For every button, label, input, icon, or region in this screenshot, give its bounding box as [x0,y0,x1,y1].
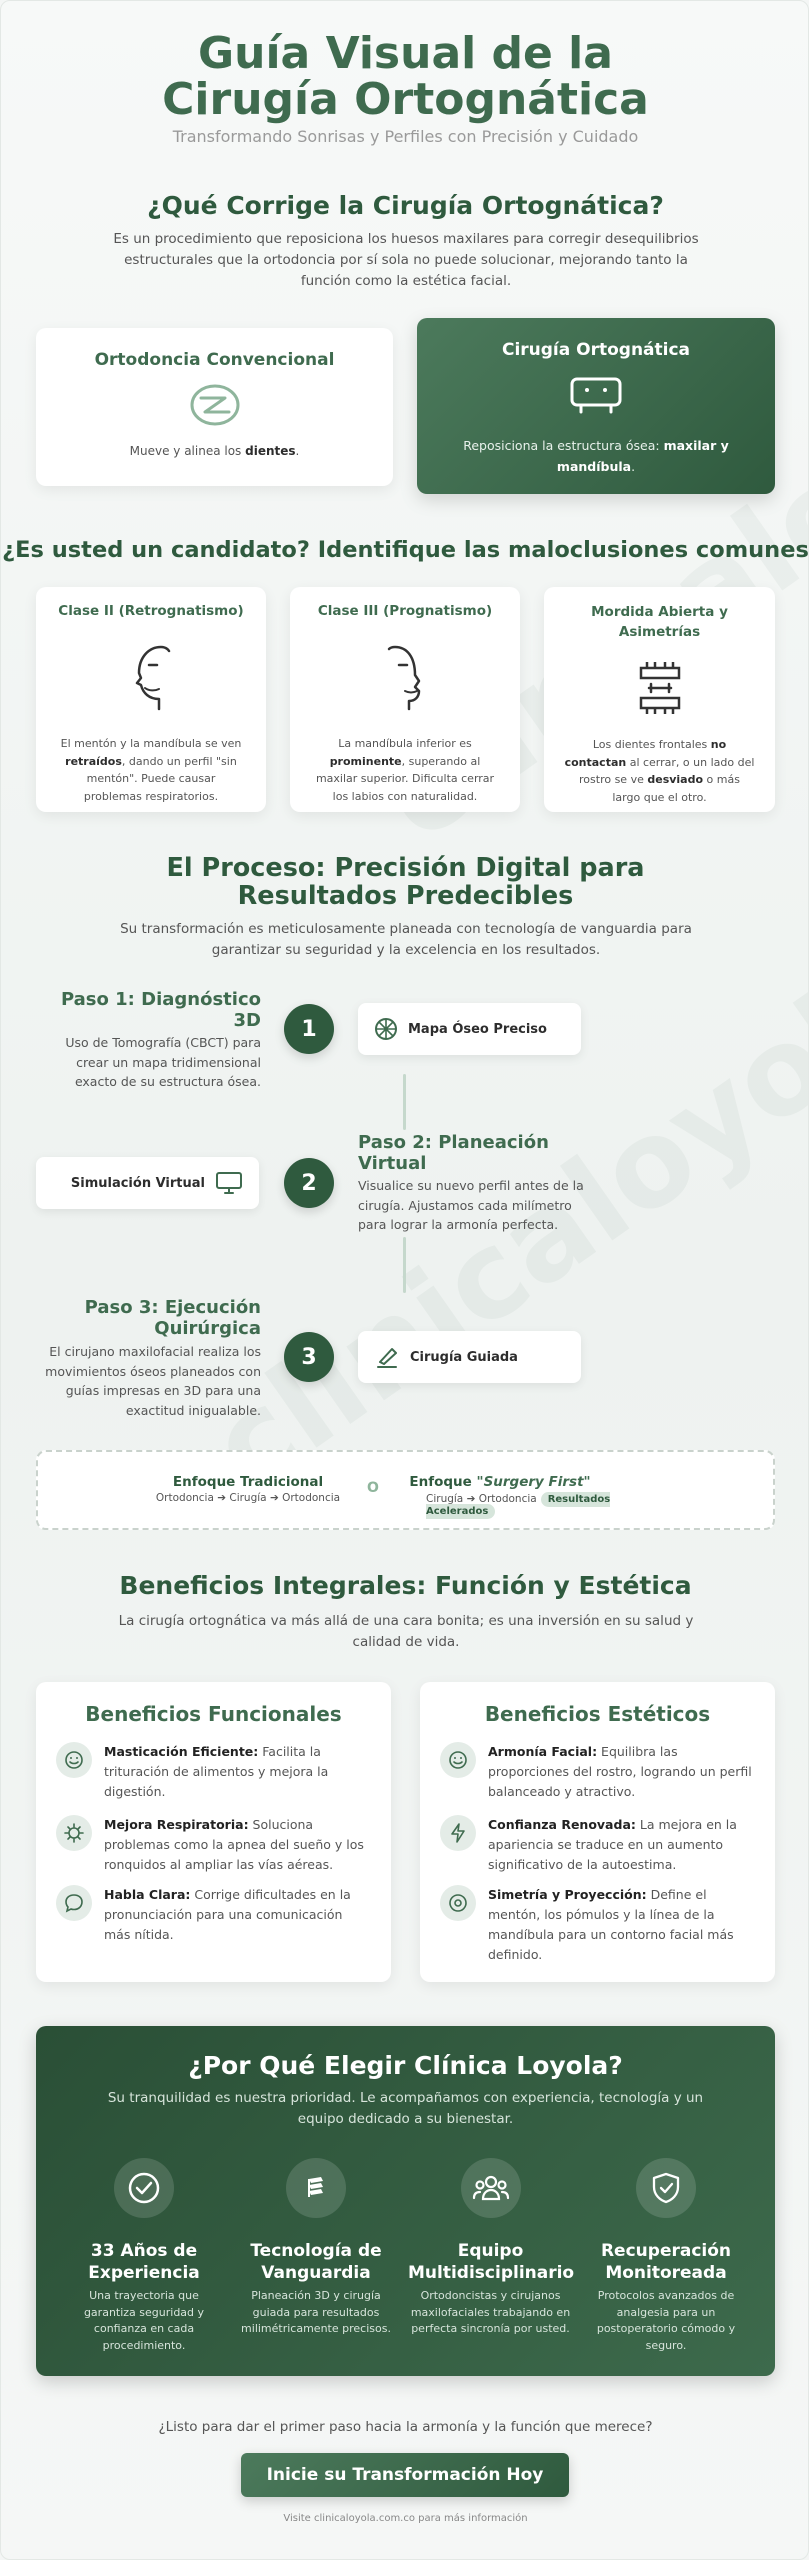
surgery-title: Cirugía Ortognática [501,340,691,360]
why-item-desc: Protocolos avanzados de analgesia para u… [596,2289,736,2352]
why-item-desc: Una trayectoria que garantiza seguridad … [83,2289,205,2352]
why-item-team: Equipo Multidisciplinario Ortodoncistas … [408,2158,575,2338]
surgery-card: Cirugía Ortognática Reposiciona la estru… [417,318,775,494]
candidates-title: ¿Es usted un candidato? Identifique las … [2,537,809,563]
team-icon [460,2158,521,2218]
step-3-pill: Cirugía Guiada [358,1331,581,1383]
traditional-flow: Ortodoncia ➔ Cirugía ➔ Ortodoncia [155,1492,341,1504]
benefit-item: Armonía Facial: Equilibra las proporcion… [440,1742,755,1802]
why-item-experience: 33 Años de Experiencia Una trayectoria q… [64,2158,224,2354]
why-item-title: 33 Años de Experiencia [88,2241,200,2284]
start-transformation-button[interactable]: Inicie su Transformación Hoy [241,2453,569,2497]
benefit-item: Masticación Eficiente: Facilita la tritu… [56,1742,371,1802]
step-title: Paso 1: Diagnóstico 3D [60,989,261,1031]
why-description: Su tranquilidad es nuestra prioridad. Le… [107,2090,704,2127]
functional-title: Beneficios Funcionales [85,1702,342,1726]
candidate-text: Los dientes frontales no contactan al ce… [564,738,755,804]
traditional-approach: Enfoque Tradicional Ortodoncia ➔ Cirugía… [138,1474,358,1504]
prominent-jaw-icon [290,643,520,717]
step-2-pill: Simulación Virtual [36,1157,259,1209]
step-title: Paso 3: Ejecución Quirúrgica [84,1297,261,1339]
scalpel-icon [377,1348,397,1368]
step-3-number: 3 [284,1332,334,1382]
benefit-item: Simetría y Proyección: Define el mentón,… [440,1885,755,1965]
connector-line [403,1237,406,1293]
candidate-text: La mandíbula inferior es prominente, sup… [315,737,495,803]
functional-benefits-card: Beneficios Funcionales Masticación Efici… [36,1682,391,1982]
surgery-first-title: Enfoque "Surgery First" [409,1474,591,1490]
why-item-title: Recuperación Monitoreada [600,2241,732,2284]
footer-link[interactable]: Visite clinicaloyola.com.co para más inf… [283,2513,528,2524]
candidate-title: Clase III (Prognatismo) [317,603,493,619]
smile-icon [56,1742,92,1778]
layers-icon [286,2158,346,2218]
traditional-title: Enfoque Tradicional [172,1474,324,1490]
intro-title: ¿Qué Corrige la Cirugía Ortognática? [147,191,664,220]
why-item-recovery: Recuperación Monitoreada Protocolos avan… [586,2158,746,2354]
step-description: Visualice su nuevo perfil antes de la ci… [358,1178,584,1233]
step-1-pill: Mapa Óseo Preciso [358,1003,581,1055]
candidate-title: Clase II (Retrognatismo) [58,603,244,619]
speech-bubble-icon [56,1885,92,1921]
why-title: ¿Por Qué Elegir Clínica Loyola? [188,2051,623,2080]
lightning-icon [440,1815,476,1851]
jaw-bone-icon [417,376,775,420]
benefits-description: La cirugía ortognática va más allá de un… [118,1613,694,1650]
step-3-text: Paso 3: Ejecución Quirúrgica El cirujano… [36,1297,261,1420]
monitor-icon [216,1172,242,1194]
intro-description: Es un procedimiento que reposiciona los … [113,231,699,289]
tooth-align-icon [36,382,393,432]
benefit-item: Confianza Renovada: La mejora en la apar… [440,1815,755,1875]
step-2-text: Paso 2: Planeación Virtual Visualice su … [358,1132,588,1235]
why-item-desc: Ortodoncistas y cirujanos maxilofaciales… [410,2289,571,2336]
target-icon [440,1885,476,1921]
lungs-icon [56,1815,92,1851]
benefits-title: Beneficios Integrales: Función y Estétic… [119,1571,692,1600]
why-item-title: Equipo Multidisciplinario [408,2241,575,2284]
why-choose-panel: ¿Por Qué Elegir Clínica Loyola? Su tranq… [36,2026,775,2376]
step-description: Uso de Tomografía (CBCT) para crear un m… [65,1035,261,1090]
candidate-text: El mentón y la mandíbula se ven retraído… [60,737,242,803]
candidate-card-class3: Clase III (Prognatismo) La mandíbula inf… [290,587,520,812]
process-title: El Proceso: Precisión Digital para Resul… [166,853,645,912]
step-description: El cirujano maxilofacial realiza los mov… [45,1344,261,1418]
step-2-number: 2 [284,1158,334,1208]
candidate-card-class2: Clase II (Retrognatismo) El mentón y la … [36,587,266,812]
shield-check-icon [636,2158,696,2218]
pill-label: Simulación Virtual [70,1175,205,1191]
step-1-number: 1 [284,1004,334,1054]
connector-line [403,1074,406,1130]
process-description: Su transformación es meticulosamente pla… [120,921,692,958]
surgery-text: Reposiciona la estructura ósea: maxilar … [463,438,729,474]
why-item-title: Tecnología de Vanguardia [250,2241,382,2284]
ortho-card: Ortodoncia Convencional Mueve y alinea l… [36,328,393,486]
pill-label: Mapa Óseo Preciso [408,1021,547,1037]
aesthetic-title: Beneficios Estéticos [484,1702,711,1726]
check-circle-icon [114,2158,174,2218]
retruded-profile-icon [36,643,266,717]
surgery-first-approach: Enfoque "Surgery First" Cirugía ➔ Ortodo… [390,1474,670,1519]
face-icon [440,1742,476,1778]
or-separator: O [367,1480,379,1496]
ortho-text: Mueve y alinea los dientes. [129,444,300,458]
open-bite-teeth-icon [544,660,775,720]
aesthetic-benefits-card: Beneficios Estéticos Armonía Facial: Equ… [420,1682,775,1982]
step-title: Paso 2: Planeación Virtual [358,1132,549,1174]
ortho-title: Ortodoncia Convencional [94,350,335,370]
page-title: Guía Visual de la Cirugía Ortognática [162,28,649,126]
approach-box: Enfoque Tradicional Ortodoncia ➔ Cirugía… [36,1450,775,1530]
candidate-card-openbite: Mordida Abierta y Asimetrías Los dientes… [544,587,775,812]
candidate-title: Mordida Abierta y Asimetrías [591,604,728,640]
benefit-item: Habla Clara: Corrige dificultades en la … [56,1885,371,1945]
benefit-item: Mejora Respiratoria: Soluciona problemas… [56,1815,371,1875]
cta-question: ¿Listo para dar el primer paso hacia la … [158,2419,653,2435]
step-1-text: Paso 1: Diagnóstico 3D Uso de Tomografía… [36,989,261,1092]
pill-label: Cirugía Guiada [410,1349,518,1365]
page-subtitle: Transformando Sonrisas y Perfiles con Pr… [172,127,639,146]
bone-map-icon [375,1018,397,1040]
why-item-technology: Tecnología de Vanguardia Planeación 3D y… [236,2158,396,2338]
why-item-desc: Planeación 3D y cirugía guiada para resu… [241,2289,391,2336]
